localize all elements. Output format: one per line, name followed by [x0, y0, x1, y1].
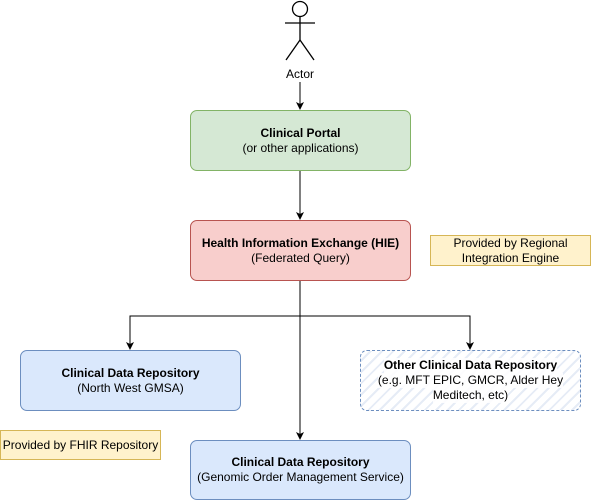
hie-subtitle: (Federated Query) — [251, 250, 350, 265]
cdr-other-title: Other Clinical Data Repository — [383, 358, 558, 373]
cdr-genomic-subtitle: (Genomic Order Management Service) — [197, 470, 404, 484]
cdr-other-line3: Meditech, etc) — [432, 388, 509, 403]
hie-title: Health Information Exchange (HIE) — [201, 235, 400, 250]
cdr-north-west-title: Clinical Data Repository — [61, 365, 200, 380]
actor-label: Actor — [285, 67, 314, 81]
cdr-other-line2: (e.g. MFT EPIC, GMCR, Alder Hey — [377, 373, 564, 388]
hie-provider-note: Provided by Regional Integration Engine — [430, 235, 591, 266]
hie-provider-note-line1: Provided by Regional — [453, 235, 568, 250]
hie-to-other-arrow — [300, 315, 474, 350]
hie-node[interactable]: Health Information Exchange (HIE) (Feder… — [190, 220, 411, 281]
hie-provider-note-line2: Integration Engine — [461, 250, 560, 265]
cdr-north-west-subtitle: (North West GMSA) — [77, 380, 184, 395]
clinical-portal-title: Clinical Portal — [260, 125, 341, 140]
clinical-portal-node[interactable]: Clinical Portal (or other applications) — [190, 110, 411, 171]
hie-to-northwest-arrow — [126, 315, 300, 350]
cdr-genomic-title: Clinical Data Repository — [231, 455, 370, 469]
fhir-provider-note: Provided by FHIR Repository — [0, 430, 161, 460]
clinical-portal-subtitle: (or other applications) — [242, 140, 359, 155]
cdr-genomic-node[interactable]: Clinical Data Repository (Genomic Order … — [190, 440, 411, 500]
fhir-provider-note-text: Provided by FHIR Repository — [2, 437, 159, 452]
cdr-other-node[interactable]: Other Clinical Data Repository (e.g. MFT… — [360, 350, 581, 411]
actor-icon — [285, 0, 315, 61]
cdr-north-west-node[interactable]: Clinical Data Repository (North West GMS… — [20, 350, 241, 411]
